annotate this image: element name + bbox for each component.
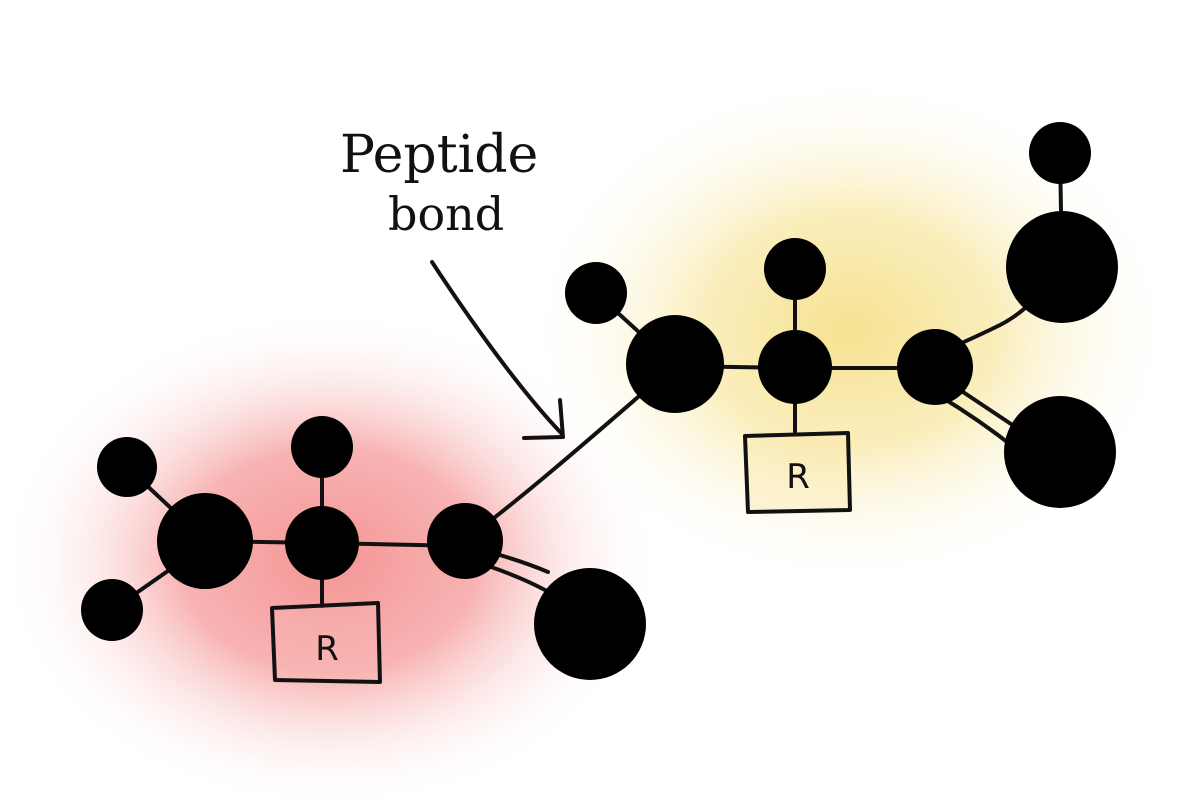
residue-2-atoms	[565, 122, 1118, 508]
atom-c-alpha	[285, 506, 359, 580]
atom-h-n	[565, 262, 627, 324]
atom-o	[534, 568, 646, 680]
atom-n	[626, 315, 724, 413]
atom-h-lower	[81, 579, 143, 641]
side-chain-box	[270, 601, 382, 684]
atom-o-hydroxyl	[1006, 211, 1118, 323]
residue-1-atoms	[81, 416, 646, 680]
atom-h-alpha	[291, 416, 353, 478]
side-chain-label: R	[315, 629, 339, 669]
side-chain-label: R	[786, 457, 810, 497]
atom-n	[157, 493, 253, 589]
residue-2-side-chain: R	[743, 431, 852, 514]
residue-1-side-chain: R	[270, 601, 382, 684]
annotation-arrow-shaft	[430, 260, 564, 436]
side-chain-box	[743, 431, 852, 514]
atom-h-alpha	[764, 238, 826, 300]
atom-c-carboxyl	[897, 329, 973, 405]
annotation-line-1: Peptide	[340, 125, 538, 185]
atom-h-upper	[97, 437, 157, 497]
atom-c-carbonyl	[427, 503, 503, 579]
peptide-bond-annotation: Peptide bond	[340, 125, 565, 440]
annotation-line-2: bond	[388, 187, 504, 241]
annotation-arrowhead	[522, 398, 565, 440]
atom-c-alpha	[758, 330, 832, 404]
atom-h-hydroxyl	[1029, 122, 1091, 184]
atom-o-double	[1004, 396, 1116, 508]
